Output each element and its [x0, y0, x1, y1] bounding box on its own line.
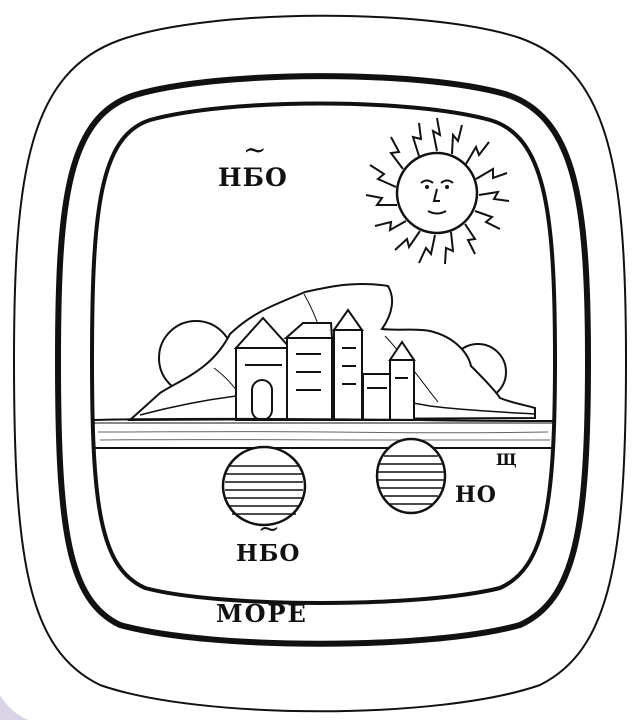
- night-label: НО: [455, 484, 497, 506]
- lower-right-planet-icon: [377, 439, 445, 513]
- sky-top-label: НБО: [218, 165, 288, 190]
- sea-label: МОРЕ: [216, 602, 308, 626]
- sky-bottom-mark: ~: [258, 516, 281, 542]
- sky-bottom-label: НБО: [236, 542, 300, 565]
- sun-icon: [366, 118, 509, 264]
- sky-top-mark: ~: [243, 136, 267, 164]
- night-superscript: Щ: [496, 452, 518, 468]
